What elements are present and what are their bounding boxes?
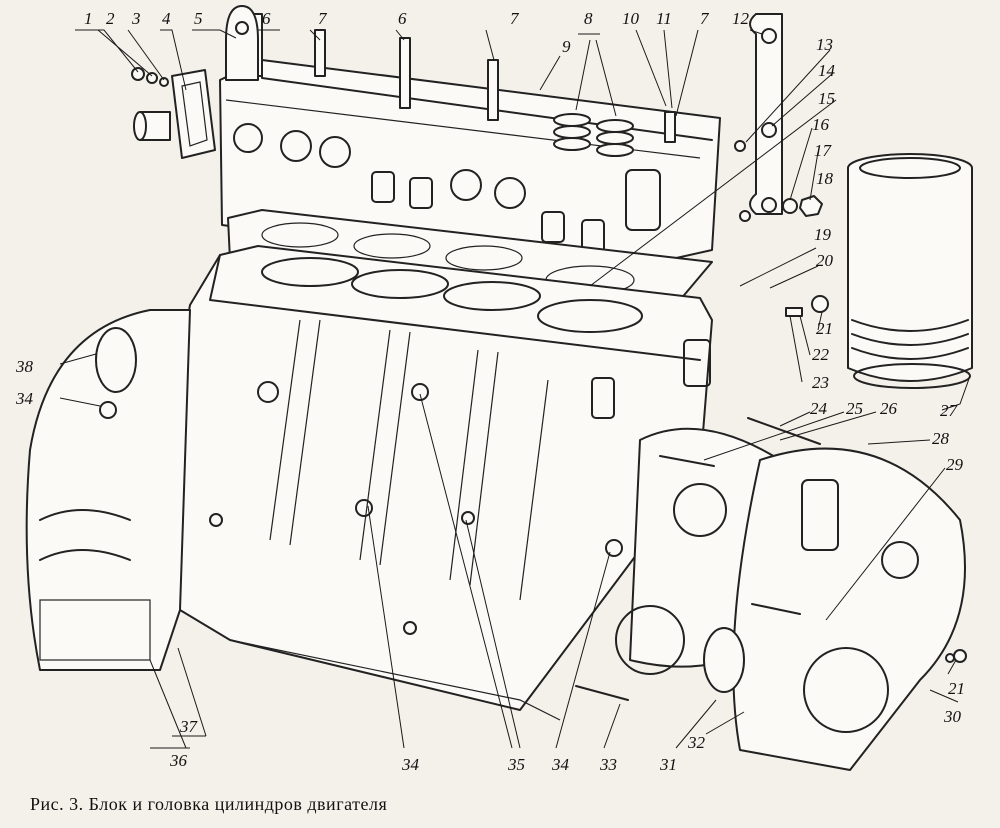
- callout-29: 29: [946, 455, 964, 474]
- callout-15: 15: [818, 89, 835, 108]
- callout-37: 37: [179, 717, 199, 736]
- valve-springs: [553, 113, 634, 157]
- callout-10: 10: [622, 9, 640, 28]
- callout-26: 26: [880, 399, 898, 418]
- callout-28: 28: [932, 429, 950, 448]
- callout-11: 11: [656, 9, 672, 28]
- callout-12: 12: [732, 9, 750, 28]
- callout-5: 5: [194, 9, 203, 28]
- callout-34a: 34: [15, 389, 34, 408]
- callout-34c: 34: [551, 755, 570, 774]
- callout-23: 23: [812, 373, 829, 392]
- outlet-parts: [131, 67, 216, 159]
- callout-21a: 21: [816, 319, 833, 338]
- callout-34b: 34: [401, 755, 420, 774]
- callout-2: 2: [106, 9, 115, 28]
- callout-24: 24: [810, 399, 828, 418]
- callout-22: 22: [812, 345, 830, 364]
- lifting-bracket: [734, 13, 823, 222]
- callout-1: 1: [84, 9, 93, 28]
- callout-4: 4: [162, 9, 171, 28]
- callout-17: 17: [814, 141, 833, 160]
- callout-31: 31: [659, 755, 677, 774]
- callout-36: 36: [169, 751, 188, 770]
- cylinder-block: [169, 245, 713, 721]
- callout-6a: 6: [262, 9, 271, 28]
- callout-8: 8: [584, 9, 593, 28]
- callout-7b: 7: [510, 9, 520, 28]
- timing-cover: [615, 427, 967, 771]
- callout-32: 32: [687, 733, 706, 752]
- front-studs: [575, 295, 829, 701]
- clutch-housing: [25, 309, 191, 671]
- callout-27: 27: [940, 401, 959, 420]
- callout-33: 33: [599, 755, 617, 774]
- callout-3: 3: [131, 9, 141, 28]
- callout-30: 30: [943, 707, 962, 726]
- callout-18: 18: [816, 169, 834, 188]
- callout-6b: 6: [398, 9, 407, 28]
- callout-21b: 21: [948, 679, 965, 698]
- callout-20: 20: [816, 251, 834, 270]
- callout-13: 13: [816, 35, 833, 54]
- callout-7c: 7: [700, 9, 710, 28]
- cylinder-liner: [847, 153, 973, 389]
- leader-lines: [59, 29, 971, 749]
- callout-9: 9: [562, 37, 571, 56]
- figure-caption: Рис. 3. Блок и головка цилиндров двигате…: [30, 794, 388, 814]
- callout-7a: 7: [318, 9, 328, 28]
- callout-38: 38: [15, 357, 34, 376]
- callout-19: 19: [814, 225, 832, 244]
- callout-14: 14: [818, 61, 836, 80]
- callout-35: 35: [507, 755, 525, 774]
- callout-25: 25: [846, 399, 863, 418]
- callout-16: 16: [812, 115, 830, 134]
- callout-labels: 1 2 3 4 5 6 7 6 7 8 9 10 11 7 12 13 14 1…: [15, 9, 965, 774]
